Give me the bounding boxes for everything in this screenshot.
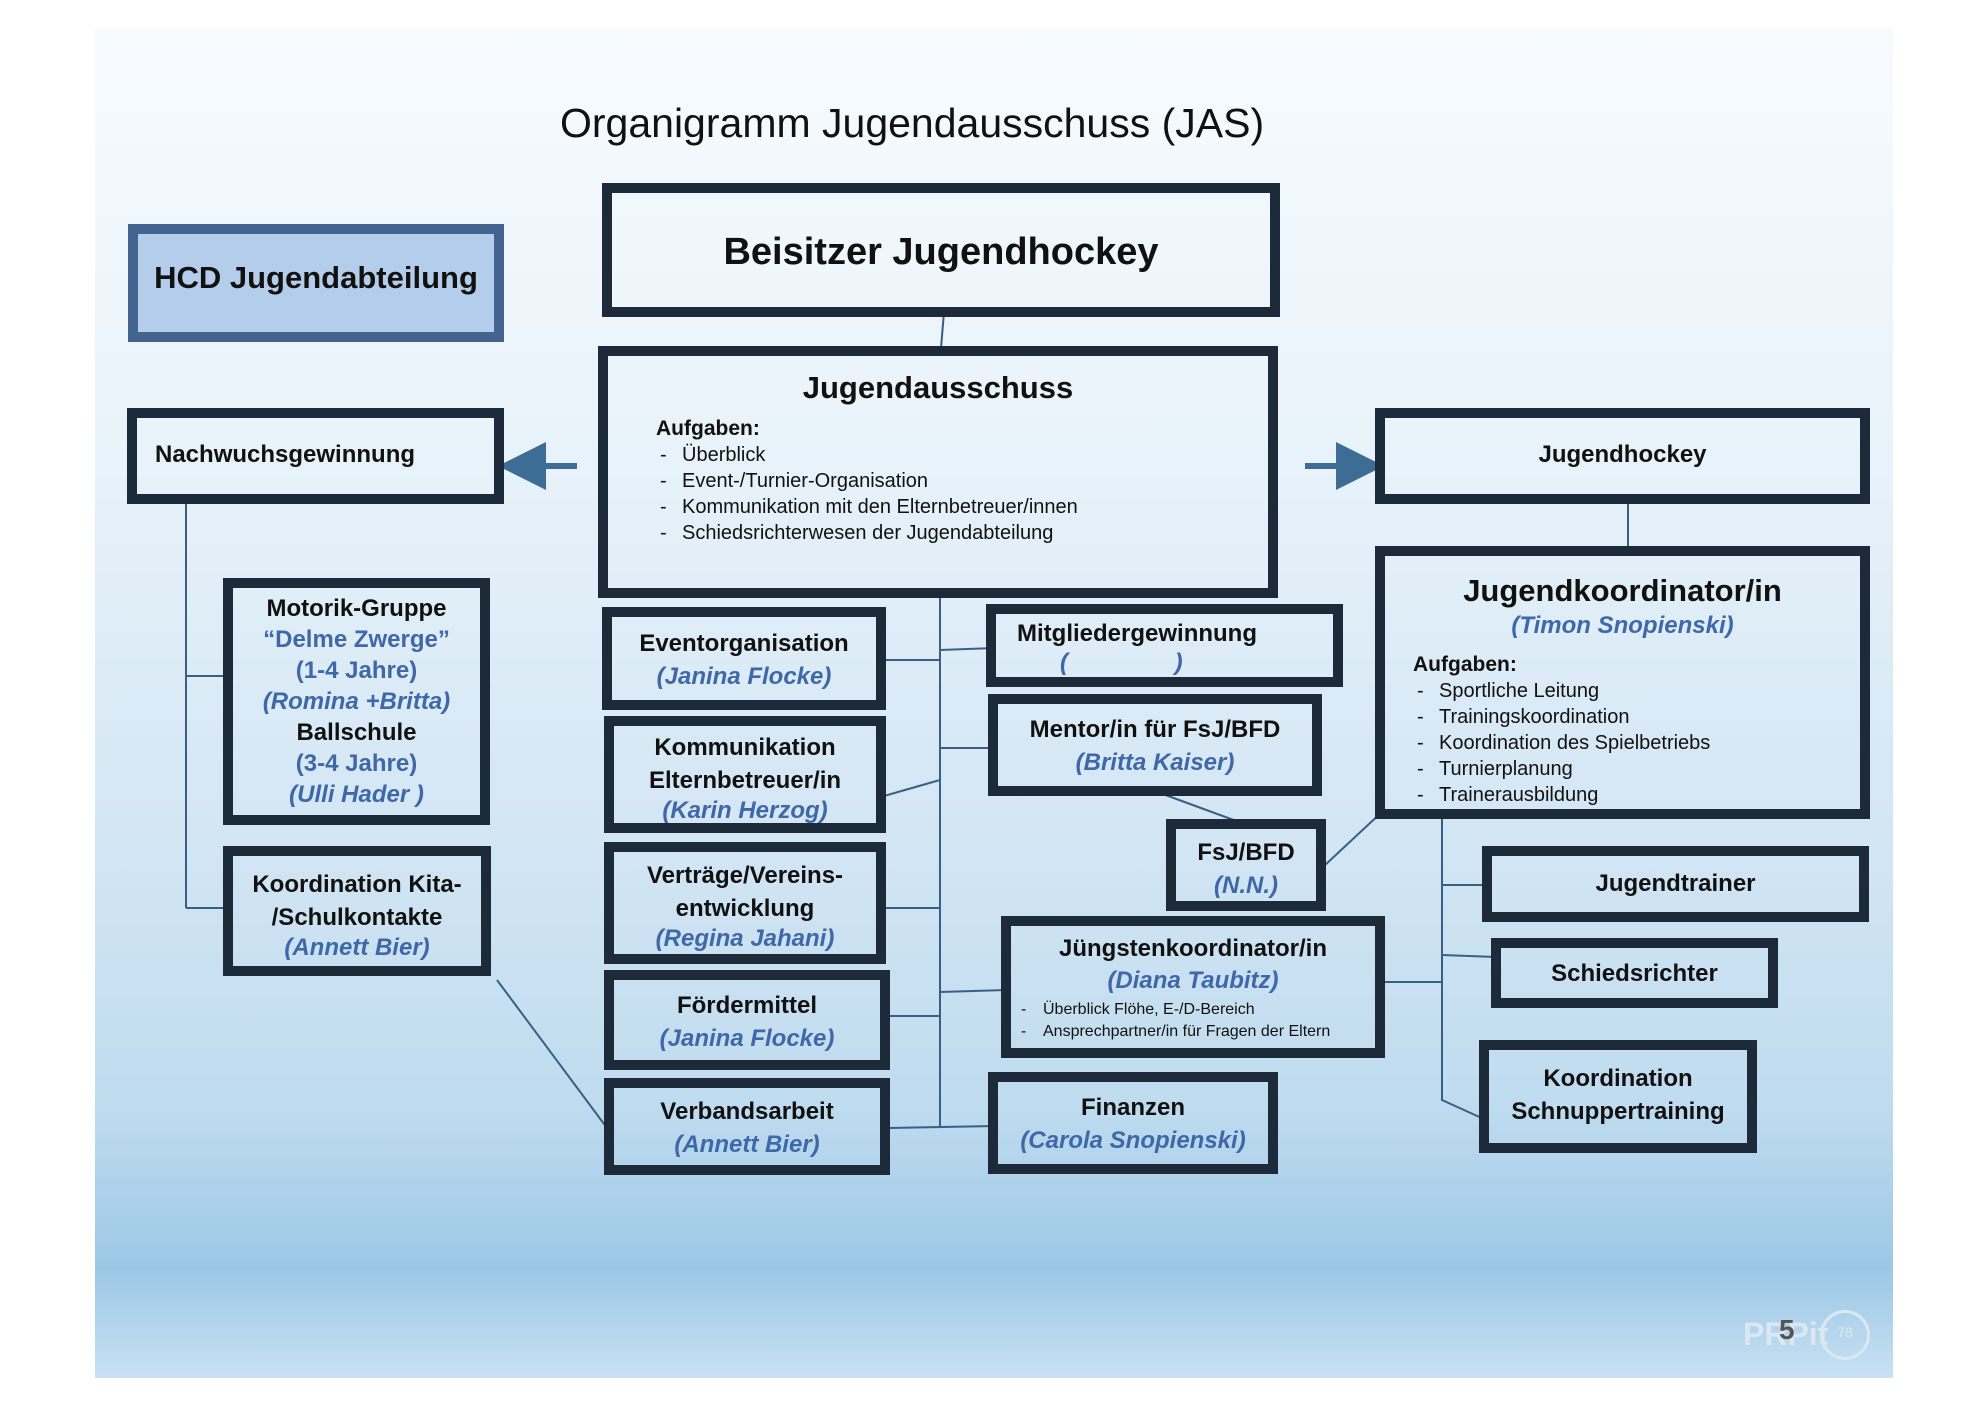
juengstenkoordinator-box: Jüngstenkoordinator/in (Diana Taubitz) Ü… [1001, 916, 1385, 1058]
schiri-label: Schiedsrichter [1551, 960, 1718, 987]
mitglieder-title: Mitgliedergewinnung [1017, 620, 1257, 647]
vertraege-name: (Regina Jahani) [655, 925, 835, 952]
jk-task: Sportliche Leitung [1413, 678, 1860, 704]
jk-name: (Timon Snopienski) [1511, 612, 1734, 639]
juengsten-title: Jüngstenkoordinator/in [1058, 935, 1327, 962]
brand-logo-text: PRPit [1743, 1316, 1829, 1352]
jk-title: Jugendkoordinator/in [1463, 573, 1782, 608]
ja-task-list: Überblick Event-/Turnier-Organisation Ko… [656, 442, 1236, 546]
nachwuchs-label: Nachwuchsgewinnung [155, 441, 416, 468]
jugendhockey-label: Jugendhockey [1538, 441, 1707, 468]
ja-title: Jugendausschuss [802, 370, 1074, 405]
mentor-box: Mentor/in für FsJ/BFD (Britta Kaiser) [988, 694, 1322, 796]
hcd-label: HCD Jugendabteilung [154, 260, 478, 295]
motorik-name: (Ulli Hader ) [289, 781, 424, 808]
jk-task: Trainerausbildung [1413, 782, 1860, 808]
mitglieder-name: ( ) [1060, 649, 1183, 676]
motorik-line: Ballschule [296, 719, 417, 746]
juengsten-task: Ansprechpartner/in für Fragen der Eltern [1017, 1022, 1343, 1042]
kommunikation-box: Kommunikation Elternbetreuer/in (Karin H… [604, 716, 886, 833]
ja-task: Event-/Turnier-Organisation [656, 468, 1236, 494]
beisitzer-label: Beisitzer Jugendhockey [723, 231, 1159, 273]
fsj-bfd-box: FsJ/BFD (N.N.) [1166, 819, 1326, 911]
jk-task: Koordination des Spielbetriebs [1413, 730, 1860, 756]
eventorganisation-box: Eventorganisation (Janina Flocke) [602, 607, 886, 710]
jugendtrainer-box: Jugendtrainer [1482, 846, 1869, 922]
jk-task-list: Sportliche Leitung Trainingskoordination… [1413, 678, 1860, 808]
juengsten-name: (Diana Taubitz) [1107, 967, 1279, 994]
hcd-jugendabteilung-box: HCD Jugendabteilung [128, 224, 504, 342]
motorik-name: (Romina +Britta) [262, 688, 451, 715]
page-number: 5 [1779, 1314, 1795, 1345]
komm-name: (Karin Herzog) [662, 797, 828, 824]
ja-task: Schiedsrichterwesen der Jugendabteilung [656, 520, 1236, 546]
kita-box: Koordination Kita- /Schulkontakte (Annet… [223, 846, 491, 976]
motorik-line: (1-4 Jahre) [295, 657, 418, 684]
finanzen-box: Finanzen (Carola Snopienski) [988, 1072, 1278, 1174]
ja-tasks-label: Aufgaben: [656, 417, 760, 440]
fsj-name: (N.N.) [1214, 872, 1278, 899]
mentor-name: (Britta Kaiser) [1075, 749, 1235, 776]
motorik-line: “Delme Zwerge” [263, 626, 450, 653]
ring-number: 78 [1837, 1324, 1853, 1340]
foerder-title: Fördermittel [676, 992, 817, 1019]
komm-line: Kommunikation [654, 734, 836, 761]
kita-line: Koordination Kita- [252, 871, 462, 898]
fsj-title: FsJ/BFD [1197, 839, 1295, 866]
mentor-title: Mentor/in für FsJ/BFD [1029, 716, 1281, 743]
jugendhockey-box: Jugendhockey [1375, 408, 1870, 504]
juengsten-task-list: Überblick Flöhe, E-/D-Bereich Ansprechpa… [1017, 998, 1375, 1042]
ja-task: Kommunikation mit den Elternbetreuer/inn… [656, 494, 1236, 520]
page-ring-icon [1820, 1310, 1870, 1360]
schiedsrichter-box: Schiedsrichter [1491, 938, 1778, 1008]
jugendausschuss-box: Jugendausschuss Aufgaben: Überblick Even… [598, 346, 1278, 598]
vertraege-box: Verträge/Vereins- entwicklung (Regina Ja… [604, 842, 886, 964]
event-name: (Janina Flocke) [656, 663, 832, 690]
jk-task: Trainingskoordination [1413, 704, 1860, 730]
motorik-line: Motorik-Gruppe [266, 595, 447, 622]
schnupper-line: Schnuppertraining [1511, 1098, 1725, 1125]
page-title: Organigramm Jugendausschuss (JAS) [560, 100, 1265, 146]
motorik-gruppe-box: Motorik-Gruppe “Delme Zwerge” (1-4 Jahre… [223, 578, 490, 825]
mitgliedergewinnung-box: Mitgliedergewinnung ( ) [986, 604, 1343, 687]
kita-line: /Schulkontakte [271, 904, 443, 931]
juengsten-task: Überblick Flöhe, E-/D-Bereich [1017, 998, 1375, 1022]
verband-title: Verbandsarbeit [660, 1098, 834, 1125]
vertraege-line: entwicklung [675, 895, 815, 922]
schnupper-line: Koordination [1543, 1065, 1693, 1092]
schnuppertraining-box: Koordination Schnuppertraining [1479, 1040, 1757, 1153]
jk-task: Turnierplanung [1413, 756, 1860, 782]
foerdermittel-box: Fördermittel (Janina Flocke) [604, 970, 890, 1070]
beisitzer-box: Beisitzer Jugendhockey [602, 183, 1280, 317]
jk-tasks-label: Aufgaben: [1413, 653, 1517, 676]
verbandsarbeit-box: Verbandsarbeit (Annett Bier) [604, 1078, 890, 1175]
kita-name: (Annett Bier) [284, 934, 430, 961]
footer-logo: PRPit 5 78 [1738, 1310, 1878, 1366]
foerder-name: (Janina Flocke) [659, 1025, 835, 1052]
motorik-line: (3-4 Jahre) [295, 750, 418, 777]
vertraege-line: Verträge/Vereins- [646, 862, 844, 889]
nachwuchsgewinnung-box: Nachwuchsgewinnung [127, 408, 504, 504]
komm-line: Elternbetreuer/in [648, 767, 842, 794]
ja-task: Überblick [656, 442, 1236, 468]
jugendkoordinator-box: Jugendkoordinator/in (Timon Snopienski) … [1375, 546, 1870, 819]
verband-name: (Annett Bier) [674, 1131, 820, 1158]
event-title: Eventorganisation [639, 630, 849, 657]
finanzen-title: Finanzen [1080, 1094, 1185, 1121]
finanzen-name: (Carola Snopienski) [1020, 1127, 1246, 1154]
jugendtrainer-label: Jugendtrainer [1595, 870, 1756, 897]
